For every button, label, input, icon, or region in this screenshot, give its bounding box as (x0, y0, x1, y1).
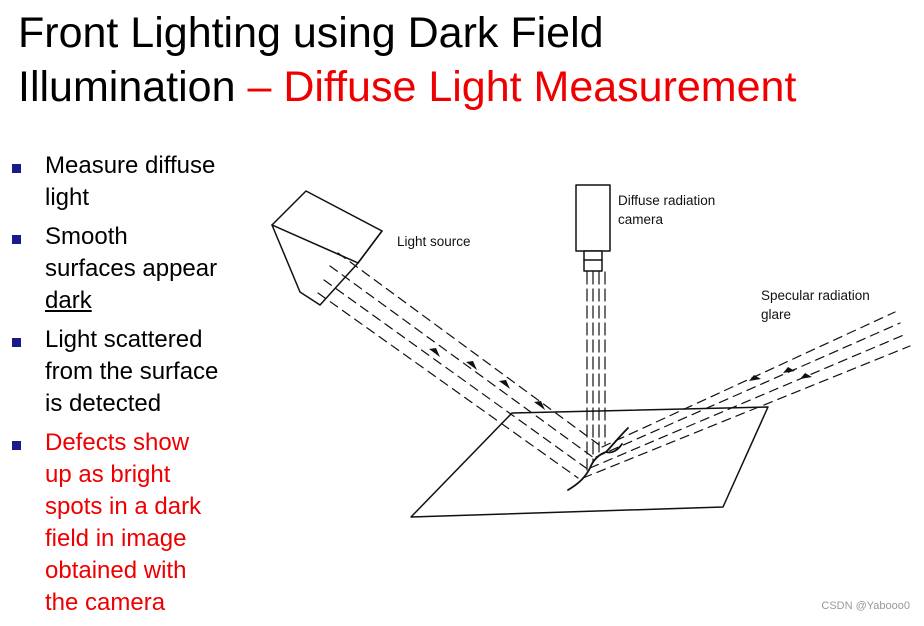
bullet-1-line-2: light (45, 184, 90, 211)
bullet-2-line-2: surfaces appear (45, 255, 218, 282)
incident-rays (317, 252, 603, 479)
watermark: CSDN @Yabooo0 (821, 600, 910, 612)
light-source-box (271, 190, 383, 306)
bullet-3-line-3: is detected (45, 390, 162, 417)
bullet-4-line-4: field in image (45, 525, 187, 552)
bullet-3-line-2: from the surface (45, 358, 219, 385)
bullet-4-line-6: the camera (45, 589, 166, 616)
bullet-square-icon (12, 338, 21, 347)
specular-label-line-2: glare (761, 307, 792, 322)
bullet-2-underlined: dark (45, 287, 92, 314)
bullet-square-icon (12, 235, 21, 244)
bullet-square-icon (12, 164, 21, 173)
bullet-4-line-1: Defects show (45, 429, 190, 456)
incident-arrows (429, 348, 545, 410)
diffuse-rays (586, 271, 606, 471)
specular-label: Specular radiation glare (761, 286, 870, 324)
light-source-label: Light source (397, 234, 471, 249)
bullet-2-line-1: Smooth (45, 223, 128, 250)
title-line-2: Illumination (18, 63, 248, 111)
bullet-item-1: Measure diffuse light (10, 150, 250, 214)
camera-label: Diffuse radiation camera (618, 191, 715, 229)
camera-label-line-1: Diffuse radiation (618, 193, 716, 208)
camera-label-line-2: camera (618, 212, 664, 227)
bullet-square-icon (12, 441, 21, 450)
bullet-item-3: Light scattered from the surface is dete… (10, 324, 250, 420)
bullet-item-4: Defects show up as bright spots in a dar… (10, 427, 250, 619)
bullet-4-line-5: obtained with (45, 557, 187, 584)
slide-title: Front Lighting using Dark Field Illumina… (18, 6, 918, 114)
specular-label-line-1: Specular radiation (761, 288, 870, 303)
surface-plane (410, 406, 769, 518)
surface-defect (567, 427, 629, 491)
specular-arrows (749, 367, 812, 381)
bullet-1-line-1: Measure diffuse (45, 152, 216, 179)
title-accent: – Diffuse Light Measurement (247, 63, 797, 111)
diffuse-camera (575, 184, 611, 272)
bullet-4-line-3: spots in a dark (45, 493, 202, 520)
bullet-item-2: Smooth surfaces appear dark (10, 221, 250, 317)
bullet-list: Measure diffuse light Smooth surfaces ap… (10, 150, 250, 626)
bullet-3-line-1: Light scattered (45, 326, 203, 353)
specular-rays (582, 311, 911, 479)
title-line-1: Front Lighting using Dark Field (18, 9, 604, 57)
bullet-4-line-2: up as bright (45, 461, 171, 488)
